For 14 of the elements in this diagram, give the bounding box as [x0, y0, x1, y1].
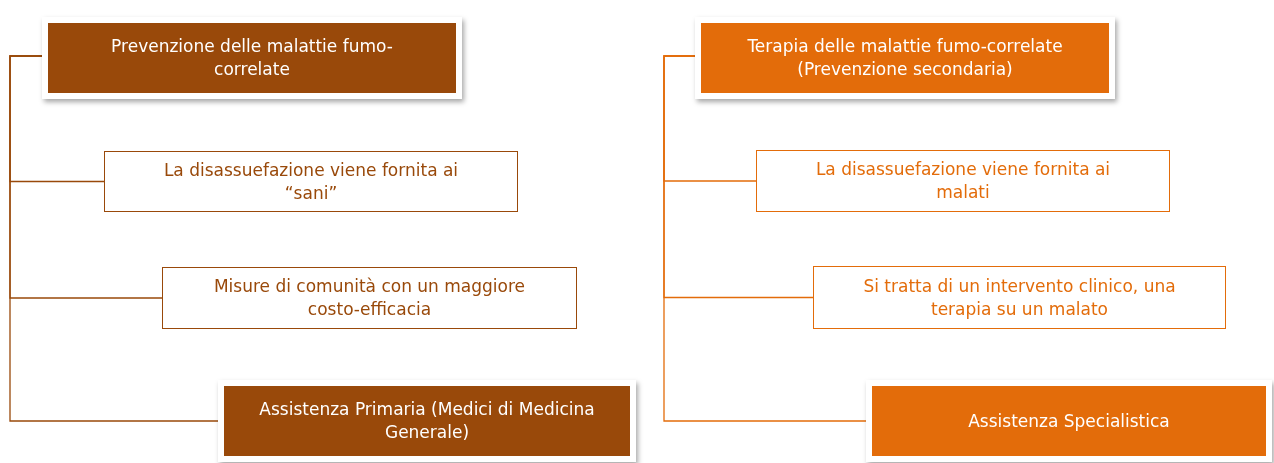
text-box: [162, 267, 577, 329]
node-text: Assistenza Primaria (Medici di Medicina Generale): [258, 398, 596, 444]
node-text: La disassuefazione viene fornita ai “sani”: [162, 158, 460, 205]
connector-line: [663, 55, 867, 422]
node-text: Si tratta di un intervento clinico, una terapia su un malato: [862, 274, 1177, 321]
node-text: Prevenzione delle malattie fumo-correlate: [110, 35, 394, 81]
connector-line: [9, 55, 219, 422]
node-text: Assistenza Specialistica: [968, 409, 1170, 433]
text-box: [104, 151, 518, 212]
text-box: [756, 150, 1170, 212]
node-text: Terapia delle malattie fumo-correlate (Prevenzione secondaria): [746, 35, 1064, 81]
node-text: La disassuefazione viene fornita ai malati: [814, 158, 1112, 204]
text-box: [813, 266, 1226, 329]
node-text: Misure di comunità con un maggiore costo-efficacia: [212, 275, 527, 321]
